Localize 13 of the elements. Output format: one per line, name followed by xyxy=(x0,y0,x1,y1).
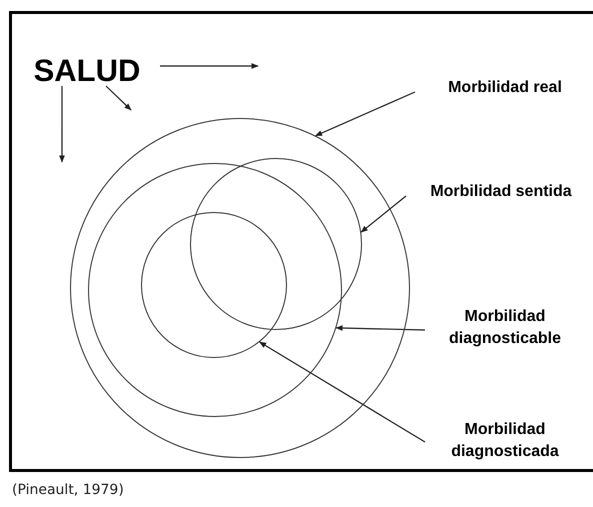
label-text: Morbilidad diagnosticada xyxy=(425,418,585,464)
label-text: Morbilidad diagnosticable xyxy=(425,305,585,351)
heading-label: SALUD xyxy=(26,52,148,90)
leader-line xyxy=(336,325,426,331)
label-text: Morbilidad real xyxy=(425,76,585,100)
leader-line xyxy=(360,196,406,233)
leader-line xyxy=(314,91,416,136)
arrow xyxy=(160,63,259,69)
caption: (Pineault, 1979) xyxy=(12,481,124,500)
leader-line xyxy=(59,86,65,163)
leader-line xyxy=(258,342,426,443)
label-text: Morbilidad sentida xyxy=(412,180,590,204)
leader-line xyxy=(106,86,132,111)
